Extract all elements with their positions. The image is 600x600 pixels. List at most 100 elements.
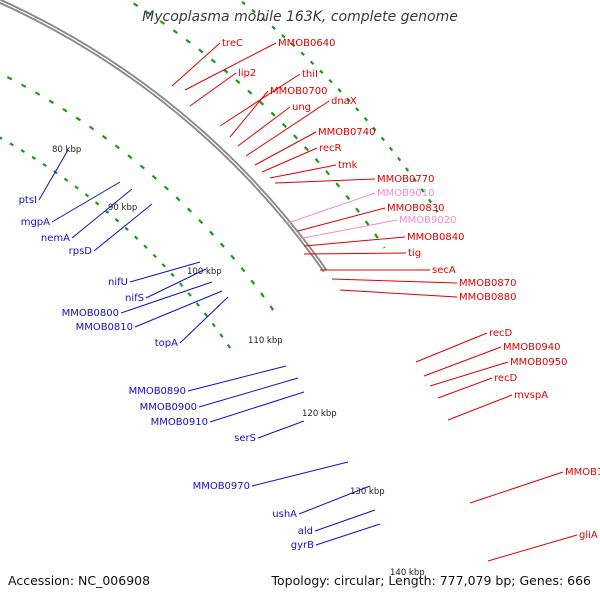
gene-label-tig: tig [408,248,421,259]
pseudogene-label-mmob9020: MMOB9020 [399,215,456,226]
dotted-ring-1 [0,136,234,352]
gene-leader-2 [51,181,121,223]
gene-label-dnax: dnaX [331,96,357,107]
kbp-label: 80 kbp [52,145,81,155]
gene-leader-4 [93,203,153,252]
gene-leader-6 [237,106,291,147]
gene-label-lip2: lip2 [238,68,256,79]
gene-leader-13 [257,420,305,439]
gene-label-recd: recD [489,328,513,339]
gene-label-trec: treC [222,38,243,49]
dotted-ring-2 [0,72,281,320]
gene-leader-5 [229,90,269,138]
accession-text: Accession: NC_006908 [8,573,151,588]
gene-leader-14 [303,252,407,255]
kbp-ticks: 80 kbp 90 kbp 100 kbp 110 kbp 120 kbp 130 kbp… [52,145,425,578]
pseudogene-leader-1 [287,192,376,224]
gene-label-gyrb: gyrB [291,540,314,551]
gene-label-recr: recR [319,143,342,154]
gene-leader-20 [429,361,509,387]
kbp-label: 120 kbp [302,409,337,419]
gene-label-seca: secA [432,265,456,276]
dotted-rings [0,0,439,352]
gene-leader-18 [415,332,488,363]
gene-leader-19 [423,346,502,377]
backbone-highlight [0,0,326,272]
gene-label-mmob0940: MMOB0940 [503,342,560,353]
gene-label-sers: serS [234,433,256,444]
gene-leader-8 [254,131,317,166]
gene-leader-9 [261,147,318,173]
kbp-label: 140 kbp [390,568,425,578]
gene-leader-7 [245,100,330,157]
gene-leader-11 [198,377,299,408]
gene-leader-13 [303,236,406,247]
gene-label-mmob1020: MMOB1020 [565,467,600,478]
gene-label-rpsd: rpsD [69,246,93,257]
gene-leader-22 [447,394,513,421]
gene-label-mmob0740: MMOB0740 [318,127,375,138]
gene-leader-21 [437,377,493,399]
gene-label-mmob0880: MMOB0880 [459,292,516,303]
gene-leader-6 [145,268,207,299]
gene-leader-10 [269,164,337,179]
gene-label-mmob0840: MMOB0840 [407,232,464,243]
kbp-label: 130 kbp [350,487,385,497]
gene-label-ald: ald [298,526,313,537]
gene-label-ung: ung [292,102,311,113]
gene-label-tmk: tmk [338,160,358,171]
gene-leader-8 [134,290,223,328]
pseudogene-label-mmob9010: MMOB9010 [377,188,434,199]
genome-summary-text: Topology: circular; Length: 777,079 bp; … [271,573,592,588]
gene-label-glia: gliA [579,530,598,541]
gene-leader-16 [331,278,458,284]
gene-label-mmob0830: MMOB0830 [387,203,444,214]
gene-leader-2 [184,42,277,91]
kbp-label: 90 kbp [108,203,137,213]
gene-label-ptsi: ptsI [19,195,37,206]
gene-leader-3 [189,72,237,107]
genome-backbone [0,0,328,273]
pseudogene-leader-2 [297,219,398,240]
gene-label-thii: thiI [302,69,318,80]
gene-labels: treC MMOB0640 lip2 thiI MMOB0700 ung dnaX MMOB0… [19,38,600,551]
gene-leader-12 [297,207,386,232]
gene-leader-9 [179,296,229,344]
label-leaders [38,42,578,562]
gene-label-mmob0970: MMOB0970 [193,481,250,492]
gene-label-mmob0950: MMOB0950 [510,357,567,368]
gene-leader-16 [314,509,376,532]
gene-label-mmob0910: MMOB0910 [151,417,208,428]
gene-leader-15 [298,485,371,515]
gene-leader-1 [38,149,69,201]
gene-label-mmob0700: MMOB0700 [270,86,327,97]
gene-label-mmob0890: MMOB0890 [129,386,186,397]
gene-label-mmob0640: MMOB0640 [278,38,335,49]
gene-label-mvspa: mvspA [514,390,548,401]
gene-label-mmob0800: MMOB0800 [62,308,119,319]
gene-leader-10 [187,365,287,392]
gene-label-mmob0900: MMOB0900 [140,402,197,413]
gene-label-recd: recD [494,373,518,384]
kbp-label: 110 kbp [248,336,283,346]
gene-label-nifs: nifS [125,293,144,304]
gene-label-topa: topA [155,338,178,349]
kbp-label: 100 kbp [187,267,222,277]
gene-label-mgpa: mgpA [21,217,50,228]
gene-leader-3 [71,188,133,239]
gene-leader-5 [129,261,201,283]
gene-label-mmob0870: MMOB0870 [459,278,516,289]
gene-leader-1 [171,42,221,87]
gene-label-nema: nemA [41,233,70,244]
gene-leader-24 [487,534,578,562]
gene-label-usha: ushA [272,509,297,520]
gene-label-mmob0810: MMOB0810 [76,322,133,333]
gene-label-mmob0770: MMOB0770 [377,174,434,185]
gene-leader-12 [209,391,305,423]
gene-leader-7 [120,281,213,314]
map-title: Mycoplasma mobile 163K, complete genome [142,9,458,25]
gene-label-nifu: nifU [108,277,128,288]
gene-leader-17 [339,289,458,298]
gene-leader-14 [251,461,349,487]
